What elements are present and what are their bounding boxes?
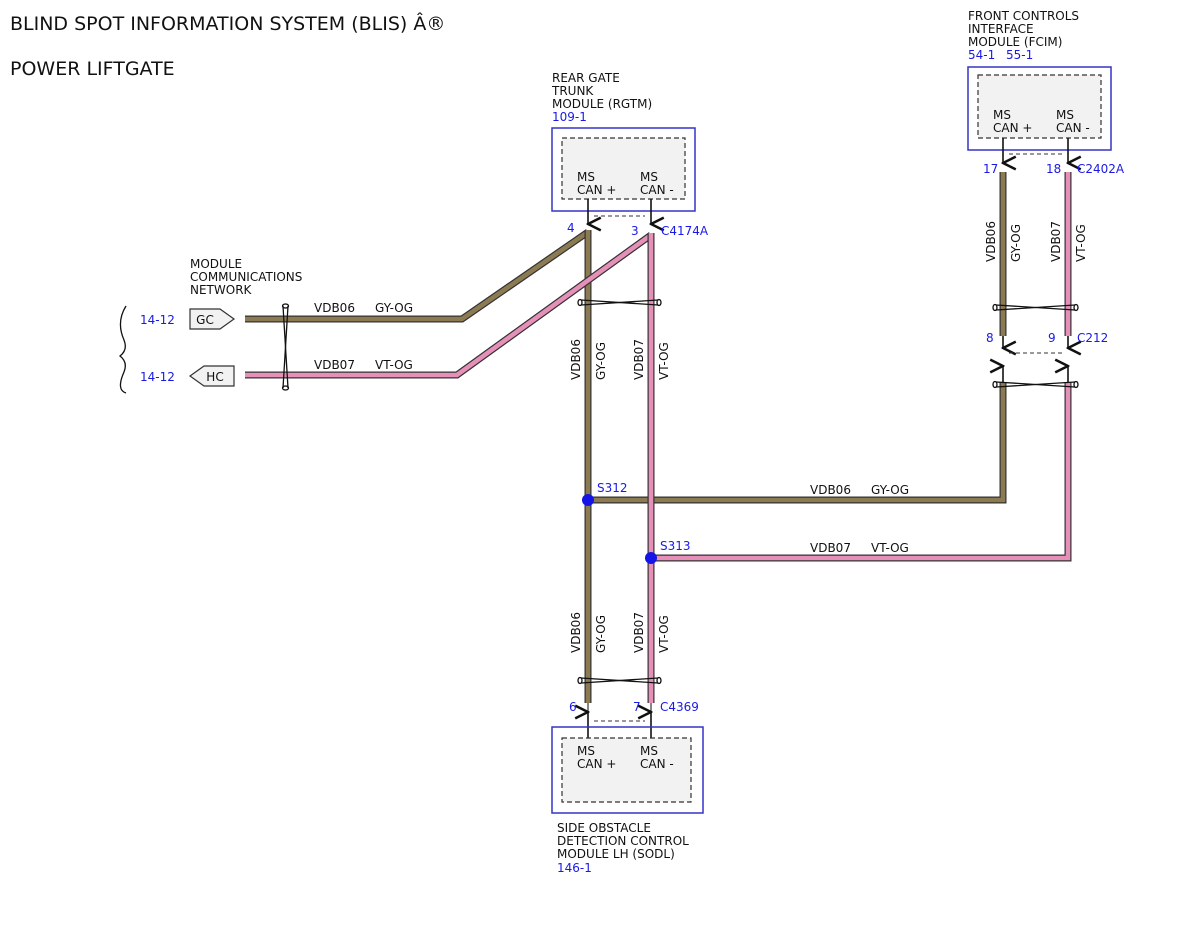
diagram-title: BLIND SPOT INFORMATION SYSTEM (BLIS) Â® bbox=[10, 12, 445, 35]
rgtm-vdb07-label: VDB07 bbox=[632, 339, 646, 380]
sodl-neg-can: CAN - bbox=[640, 757, 674, 771]
rgtm-connector-id: C4174A bbox=[661, 224, 709, 238]
sodl-vdb07-label: VDB07 bbox=[632, 612, 646, 653]
svg-text:TRUNK: TRUNK bbox=[551, 84, 594, 98]
s312-color-label: GY-OG bbox=[871, 483, 909, 497]
s313-color-label: VT-OG bbox=[871, 541, 909, 555]
rgtm-pin4: 4 bbox=[567, 221, 575, 235]
diagram-subtitle: POWER LIFTGATE bbox=[10, 58, 175, 80]
hc-circuit-label: VDB07 bbox=[314, 358, 355, 372]
rgtm-pin3: 3 bbox=[631, 224, 639, 238]
sodl-ref: 146-1 bbox=[557, 861, 592, 875]
sodl-vdb06-label: VDB06 bbox=[569, 612, 583, 653]
fcim-neg-ms: MS bbox=[1056, 108, 1074, 122]
s312-label: S312 bbox=[597, 481, 628, 495]
hc-color-label: VT-OG bbox=[375, 358, 413, 372]
hc-label: HC bbox=[206, 370, 223, 384]
gc-color-label: GY-OG bbox=[375, 301, 413, 315]
splice-s312[interactable] bbox=[582, 494, 594, 506]
sodl-module[interactable]: MS CAN + MS CAN - bbox=[551, 726, 704, 814]
fcim-module[interactable]: MS CAN + MS CAN - bbox=[967, 66, 1112, 151]
wire-vdb07 bbox=[245, 172, 1072, 703]
c212-pin8: 8 bbox=[986, 331, 994, 345]
sodl-neg-ms: MS bbox=[640, 744, 658, 758]
rgtm-module-label: REAR GATE TRUNK MODULE (RGTM) bbox=[551, 71, 652, 111]
rgtm-pos-can: CAN + bbox=[577, 183, 616, 197]
splice-s313[interactable] bbox=[645, 552, 657, 564]
fcim-connector-id: C2402A bbox=[1077, 162, 1125, 176]
hc-connector[interactable]: HC bbox=[188, 365, 235, 387]
gc-page-ref: 14-12 bbox=[140, 313, 175, 327]
rgtm-vdb06-label: VDB06 bbox=[569, 339, 583, 380]
fcim-vdb07-label: VDB07 bbox=[1049, 221, 1063, 262]
fcim-vdb06-label: VDB06 bbox=[984, 221, 998, 262]
twisted-pair-fcim-upper bbox=[992, 303, 1079, 312]
twisted-pair-rgtm bbox=[577, 298, 662, 307]
svg-text:NETWORK: NETWORK bbox=[190, 283, 253, 297]
fcim-ref-2: 55-1 bbox=[1006, 48, 1033, 62]
svg-text:MODULE LH (SODL): MODULE LH (SODL) bbox=[557, 847, 675, 861]
svg-text:DETECTION CONTROL: DETECTION CONTROL bbox=[557, 834, 689, 848]
fcim-pin18: 18 bbox=[1046, 162, 1061, 176]
s313-circuit-label: VDB07 bbox=[810, 541, 851, 555]
sodl-connector-id: C4369 bbox=[660, 700, 699, 714]
svg-text:COMMUNICATIONS: COMMUNICATIONS bbox=[190, 270, 302, 284]
fcim-module-label: FRONT CONTROLS INTERFACE MODULE (FCIM) bbox=[968, 9, 1079, 49]
fcim-ref-1: 54-1 bbox=[968, 48, 995, 62]
gc-circuit-label: VDB06 bbox=[314, 301, 355, 315]
svg-text:REAR GATE: REAR GATE bbox=[552, 71, 620, 85]
fcim-pin17: 17 bbox=[983, 162, 998, 176]
s312-circuit-label: VDB06 bbox=[810, 483, 851, 497]
twisted-pair-sodl bbox=[577, 676, 662, 685]
svg-text:MODULE (FCIM): MODULE (FCIM) bbox=[968, 35, 1062, 49]
fcim-pos-can: CAN + bbox=[993, 121, 1032, 135]
sodl-pos-ms: MS bbox=[577, 744, 595, 758]
rgtm-pos-ms: MS bbox=[577, 170, 595, 184]
svg-text:FRONT CONTROLS: FRONT CONTROLS bbox=[968, 9, 1079, 23]
rgtm-neg-ms: MS bbox=[640, 170, 658, 184]
svg-text:INTERFACE: INTERFACE bbox=[968, 22, 1034, 36]
svg-text:MODULE: MODULE bbox=[190, 257, 242, 271]
fcim-gyog-label: GY-OG bbox=[1009, 224, 1023, 262]
fcim-vtog-label: VT-OG bbox=[1074, 224, 1088, 262]
rgtm-ref: 109-1 bbox=[552, 110, 587, 124]
gc-connector[interactable]: GC bbox=[189, 308, 236, 330]
network-label: MODULE COMMUNICATIONS NETWORK bbox=[190, 257, 302, 297]
wire-vdb06 bbox=[245, 172, 1007, 703]
rgtm-gyog-label: GY-OG bbox=[594, 342, 608, 380]
svg-text:SIDE OBSTACLE: SIDE OBSTACLE bbox=[557, 821, 651, 835]
twisted-pair-fcim-lower bbox=[992, 380, 1079, 389]
sodl-pin7: 7 bbox=[633, 700, 641, 714]
s313-label: S313 bbox=[660, 539, 691, 553]
gc-label: GC bbox=[196, 313, 214, 327]
rgtm-neg-can: CAN - bbox=[640, 183, 674, 197]
fcim-neg-can: CAN - bbox=[1056, 121, 1090, 135]
sodl-gyog-label: GY-OG bbox=[594, 615, 608, 653]
hc-page-ref: 14-12 bbox=[140, 370, 175, 384]
sodl-vtog-label: VT-OG bbox=[657, 615, 671, 653]
c212-connector-id: C212 bbox=[1077, 331, 1108, 345]
sodl-pin6: 6 bbox=[569, 700, 577, 714]
rgtm-vtog-label: VT-OG bbox=[657, 342, 671, 380]
network-brace bbox=[118, 305, 127, 394]
svg-text:MODULE (RGTM): MODULE (RGTM) bbox=[552, 97, 652, 111]
rgtm-module[interactable]: MS CAN + MS CAN - bbox=[551, 127, 696, 212]
c212-pin9: 9 bbox=[1048, 331, 1056, 345]
sodl-module-label: SIDE OBSTACLE DETECTION CONTROL MODULE L… bbox=[557, 821, 689, 861]
fcim-pos-ms: MS bbox=[993, 108, 1011, 122]
twisted-pair-network bbox=[281, 303, 290, 391]
sodl-pos-can: CAN + bbox=[577, 757, 616, 771]
